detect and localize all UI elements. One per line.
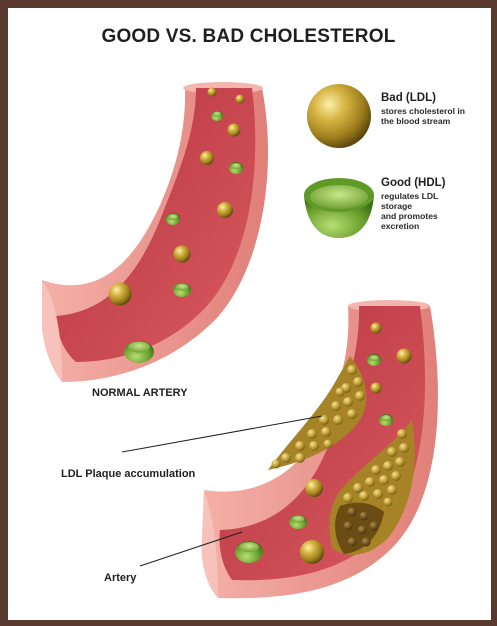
hdl-particle: [367, 354, 381, 366]
legend-bad-desc: stores cholesterol in the blood stream: [381, 106, 465, 126]
ldl-particle: [109, 283, 132, 306]
hdl-particle: [166, 213, 180, 225]
ldl-particle: [217, 202, 233, 218]
hdl-particle: [289, 515, 307, 529]
normal-artery-illustration: [42, 82, 268, 382]
legend-good-desc-line: regulates LDL: [381, 191, 438, 201]
legend-bad-desc-line: stores cholesterol in: [381, 106, 465, 116]
legend-good-desc-line: and promotes: [381, 211, 438, 221]
legend-ldl-icon: [307, 84, 371, 148]
hdl-particle: [211, 111, 223, 121]
ldl-particle: [300, 540, 324, 564]
hdl-particle: [379, 414, 393, 426]
ldl-particle: [371, 383, 382, 394]
plaque-artery-illustration: [202, 300, 438, 598]
hdl-particle: [235, 541, 263, 563]
legend-good-desc: regulates LDL storage and promotes excre…: [381, 191, 438, 231]
legend-good-desc-line: storage: [381, 201, 438, 211]
ldl-particle: [228, 124, 241, 137]
hdl-particle: [124, 341, 154, 363]
legend-bad-desc-line: the blood stream: [381, 116, 465, 126]
legend-bad-title: Bad (LDL): [381, 92, 436, 104]
plaque-accumulation-label: LDL Plaque accumulation: [61, 468, 195, 480]
legend-hdl-icon: [304, 178, 374, 238]
ldl-particle: [208, 88, 217, 97]
page-title: GOOD VS. BAD CHOLESTEROL: [0, 26, 497, 48]
ldl-particle: [371, 323, 382, 334]
legend-good-desc-line: excretion: [381, 221, 438, 231]
normal-artery-label: NORMAL ARTERY: [92, 387, 188, 399]
hdl-particle: [173, 283, 191, 297]
ldl-particle: [236, 95, 245, 104]
ldl-particle: [200, 151, 214, 165]
artery-label: Artery: [104, 572, 136, 584]
legend-good-title: Good (HDL): [381, 177, 446, 189]
ldl-particle: [305, 479, 323, 497]
hdl-particle: [229, 162, 243, 174]
ldl-particle: [174, 246, 191, 263]
ldl-particle: [397, 349, 412, 364]
